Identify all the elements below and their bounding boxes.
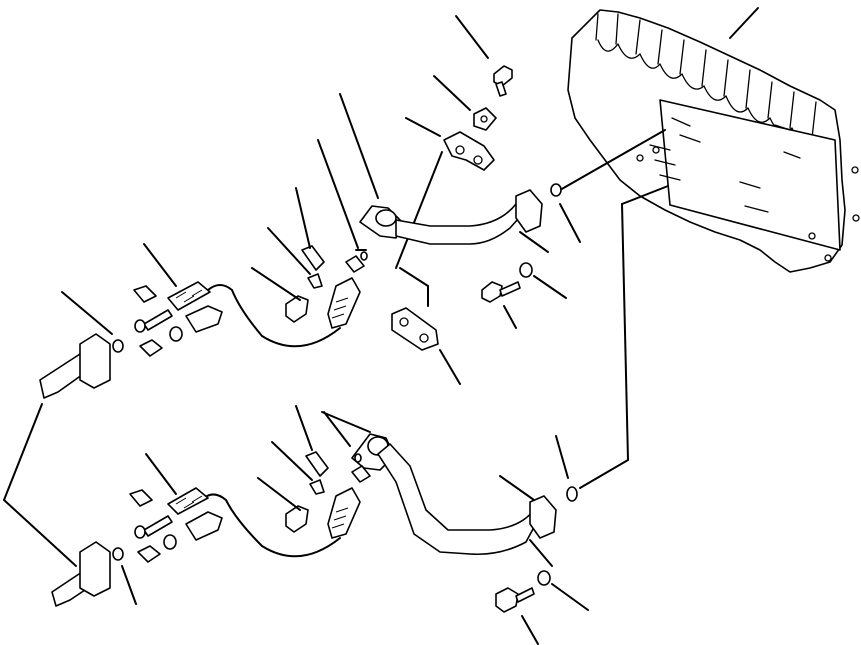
clamp-plate-top xyxy=(433,75,497,131)
pipe-clamp-upper xyxy=(395,117,495,269)
valve-connection-lines xyxy=(559,129,669,489)
fittings-lower xyxy=(129,405,329,563)
lower-assembly xyxy=(51,405,589,645)
tube-left-upper xyxy=(39,291,124,399)
hose-upper xyxy=(134,243,361,348)
pipe-upper xyxy=(339,93,549,253)
hose-lower xyxy=(134,453,361,558)
fittings-upper xyxy=(133,187,325,357)
bolt-lower-right xyxy=(495,570,589,645)
upper-assembly xyxy=(39,15,581,399)
pipe-lower xyxy=(321,411,557,567)
bolt-upper-right xyxy=(481,262,567,329)
tube-left-lower xyxy=(51,541,137,607)
plug-lower xyxy=(323,411,371,483)
left-bracket-line xyxy=(3,403,77,567)
bracket-plate-upper xyxy=(391,267,461,385)
control-valve-assembly xyxy=(567,7,860,273)
bolt-top xyxy=(455,15,513,97)
valve-leader-line xyxy=(729,7,759,39)
o-ring-lower-right xyxy=(566,486,578,502)
o-ring-upper-right xyxy=(550,183,562,197)
plug-upper xyxy=(317,139,368,273)
